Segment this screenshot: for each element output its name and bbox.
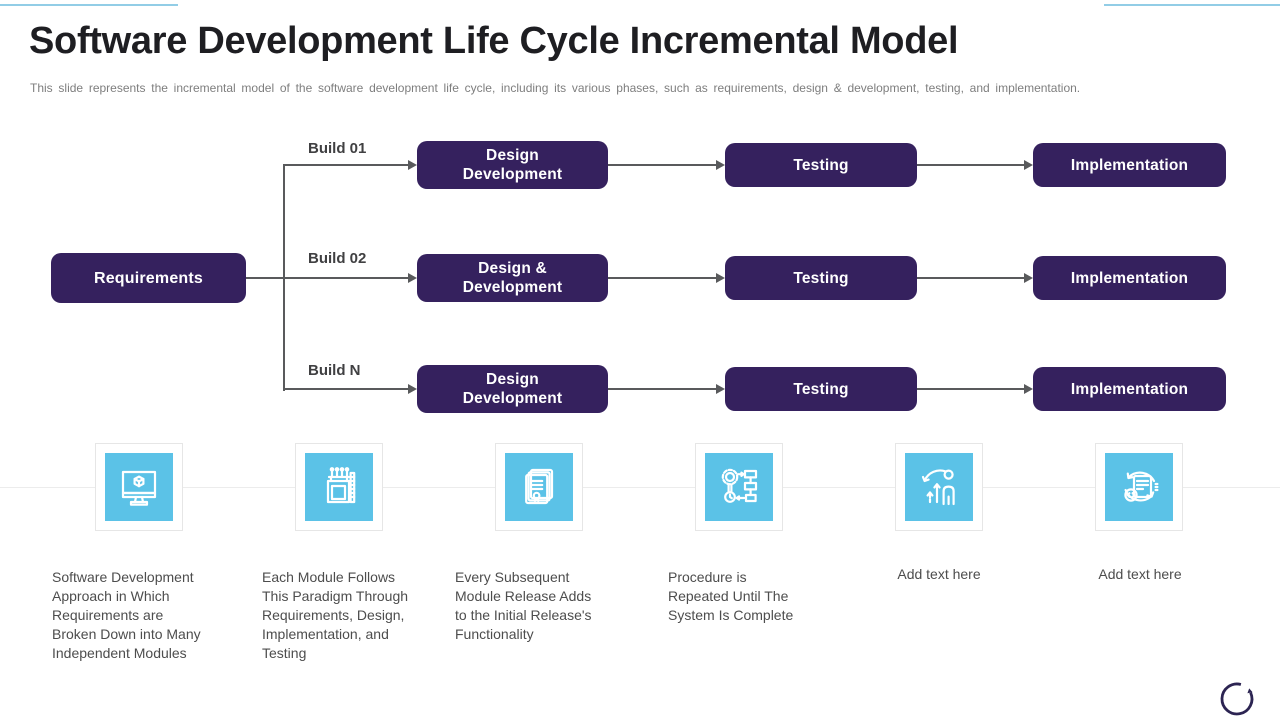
build-01-label: Build 01: [308, 140, 367, 157]
design-node-row1: Design Development: [417, 141, 608, 189]
build-02-label: Build 02: [308, 250, 367, 267]
page-subtitle: This slide represents the incremental mo…: [30, 81, 1081, 95]
person-growth-icon: [905, 453, 973, 521]
circular-arrow-icon: [1220, 682, 1254, 716]
arrowhead-icon: [408, 384, 417, 394]
arrowhead-icon: [1024, 273, 1033, 283]
arrowhead-icon: [716, 160, 725, 170]
implementation-node-row3: Implementation: [1033, 367, 1226, 411]
arrow-line: [608, 164, 716, 166]
arrow-line: [284, 388, 408, 390]
arrow-line: [608, 277, 716, 279]
feature-caption-4: Procedure is Repeated Until The System I…: [668, 569, 794, 623]
arrow-line: [917, 164, 1024, 166]
add-text-placeholder[interactable]: Add text here: [1098, 566, 1182, 582]
monitor-3d-cube-icon: [105, 453, 173, 521]
arrowhead-icon: [408, 160, 417, 170]
design-node-row3: Design Development: [417, 365, 608, 413]
build-n-label: Build N: [308, 362, 361, 379]
feature-tile: [495, 443, 583, 531]
documents-stack-icon: [505, 453, 573, 521]
implementation-node-row2: Implementation: [1033, 256, 1226, 300]
arrow-line: [917, 388, 1024, 390]
feature-tile: [95, 443, 183, 531]
arrowhead-icon: [408, 273, 417, 283]
top-left-accent-line: [0, 4, 178, 6]
feature-tile: [695, 443, 783, 531]
implementation-node-row1: Implementation: [1033, 143, 1226, 187]
testing-node-row2: Testing: [725, 256, 917, 300]
testing-node-row3: Testing: [725, 367, 917, 411]
design-node-row2: Design & Development: [417, 254, 608, 302]
gear-flowchart-icon: [705, 453, 773, 521]
feature-caption-1: Software Development Approach in Which R…: [52, 569, 201, 661]
arrowhead-icon: [1024, 384, 1033, 394]
horizontal-divider-line: [0, 487, 1280, 488]
arrow-line: [917, 277, 1024, 279]
arrowhead-icon: [716, 273, 725, 283]
code-iteration-icon: [1105, 453, 1173, 521]
feature-caption-2: Each Module Follows This Paradigm Throug…: [262, 569, 409, 661]
arrow-line: [284, 164, 408, 166]
page-title: Software Development Life Cycle Incremen…: [29, 20, 959, 62]
arrowhead-icon: [1024, 160, 1033, 170]
feature-tile: [895, 443, 983, 531]
arrow-line: [608, 388, 716, 390]
testing-node-row1: Testing: [725, 143, 917, 187]
top-right-accent-line: [1104, 4, 1280, 6]
requirements-node: Requirements: [51, 253, 246, 303]
arrow-line: [284, 277, 408, 279]
feature-tile: [295, 443, 383, 531]
arrowhead-icon: [716, 384, 725, 394]
feature-caption-3: Every Subsequent Module Release Adds to …: [455, 569, 592, 642]
circuit-module-icon: [305, 453, 373, 521]
add-text-placeholder[interactable]: Add text here: [897, 566, 981, 582]
requirements-connector-line: [246, 277, 284, 279]
feature-tile: [1095, 443, 1183, 531]
